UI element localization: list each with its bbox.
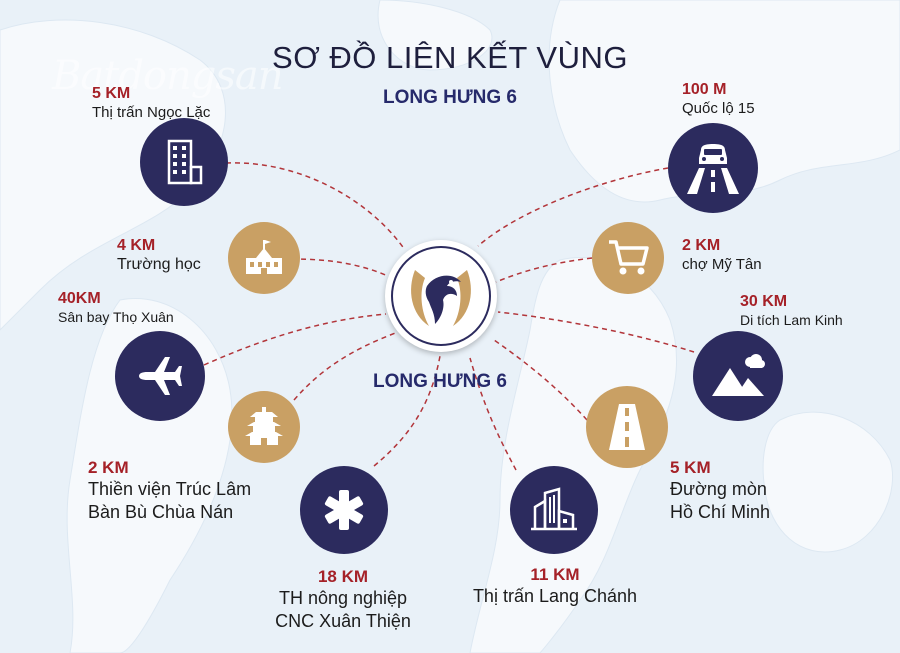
- destination-circle-quoc-lo: [668, 123, 758, 213]
- medical-star-icon: [324, 490, 364, 530]
- distance-text: 2 KM: [682, 237, 721, 254]
- link-thien-vien: [293, 331, 399, 401]
- destination-circle-lang-chanh: [510, 466, 598, 554]
- place-name-line-1: TH nông nghiệp: [278, 588, 408, 608]
- building-icon: [167, 139, 203, 185]
- airplane-icon: [139, 357, 182, 395]
- link-duong-mon: [493, 339, 588, 421]
- link-nong-nghiep: [373, 355, 441, 467]
- highway-car-icon: [687, 144, 739, 194]
- place-name: Trường học: [117, 256, 201, 273]
- shopping-cart-icon: [609, 240, 649, 275]
- city-buildings-icon: [531, 487, 577, 531]
- destination-circle-san-bay: [115, 331, 205, 421]
- place-name: Di tích Lam Kinh: [740, 312, 843, 328]
- distance-text: 40KM: [58, 290, 101, 307]
- place-name: Thị trấn Ngọc Lặc: [92, 104, 211, 121]
- place-name: Thị trấn Lang Chánh: [472, 586, 638, 606]
- destination-label-san-bay: 40KM Sân bay Thọ Xuân: [58, 289, 174, 327]
- center-logo: [385, 240, 497, 352]
- destination-circle-cho-my-tan: [592, 222, 664, 294]
- school-icon: [246, 240, 282, 274]
- place-name-line-2: Hồ Chí Minh: [670, 502, 771, 522]
- pagoda-icon: [245, 407, 283, 445]
- page-title: SƠ ĐỒ LIÊN KẾT VÙNG: [272, 40, 628, 75]
- destination-circle-lam-kinh: [693, 331, 783, 421]
- phoenix-logo-icon: [411, 270, 471, 326]
- distance-text: 30 KM: [740, 293, 788, 310]
- place-name-line-2: CNC Xuân Thiện: [275, 611, 411, 631]
- place-name: Sân bay Thọ Xuân: [58, 309, 174, 325]
- destination-circle-nong-nghiep: [300, 466, 388, 554]
- link-truong-hoc: [291, 258, 389, 277]
- destination-label-quoc-lo: 100 M Quốc lộ 15: [682, 80, 755, 118]
- link-lang-chanh: [469, 357, 517, 471]
- place-name-line-2: Bàn Bù Chùa Nán: [88, 502, 234, 522]
- place-name-line-1: Đường mòn: [670, 479, 767, 499]
- page-subtitle: LONG HƯNG 6: [383, 87, 517, 108]
- destination-label-ngoc-lac: 5 KM Thị trấn Ngọc Lặc: [92, 84, 210, 122]
- road-icon: [609, 404, 645, 450]
- destination-label-duong-mon: 5 KM Đường mòn Hồ Chí Minh: [670, 457, 770, 524]
- link-quoc-lo: [477, 167, 669, 247]
- place-name: Quốc lộ 15: [682, 100, 755, 117]
- mountain-icon: [712, 354, 765, 396]
- distance-text: 5 KM: [670, 458, 711, 477]
- destination-label-cho-my-tan: 2 KM chợ Mỹ Tân: [682, 236, 762, 274]
- destination-circle-truong-hoc: [228, 222, 300, 294]
- place-name: chợ Mỹ Tân: [682, 256, 762, 273]
- destination-circle-thien-vien: [228, 391, 300, 463]
- distance-text: 2 KM: [88, 458, 129, 477]
- destination-label-nong-nghiep: 18 KM TH nông nghiệp CNC Xuân Thiện: [258, 566, 428, 633]
- place-name-line-1: Thiền viện Trúc Lâm: [88, 479, 252, 499]
- watermark-text: Batdongsan: [52, 53, 284, 99]
- link-san-bay: [203, 313, 387, 366]
- link-cho-my-tan: [495, 257, 593, 283]
- destination-label-lang-chanh: 11 KM Thị trấn Lang Chánh: [440, 564, 670, 608]
- distance-text: 100 M: [682, 81, 727, 98]
- link-lam-kinh: [497, 311, 695, 353]
- center-label: LONG HƯNG 6: [373, 371, 507, 392]
- distance-text: 4 KM: [117, 237, 156, 254]
- link-ngoc-lac: [225, 162, 406, 251]
- distance-text: 11 KM: [530, 565, 580, 584]
- destination-circle-duong-mon: [586, 386, 668, 468]
- destination-label-truong-hoc: 4 KM Trường học: [117, 236, 201, 274]
- distance-text: 5 KM: [92, 85, 131, 102]
- distance-text: 18 KM: [317, 567, 369, 586]
- destination-label-thien-vien: 2 KM Thiền viện Trúc Lâm Bàn Bù Chùa Nán: [88, 457, 251, 524]
- destination-circle-ngoc-lac: [140, 118, 228, 206]
- destination-label-lam-kinh: 30 KM Di tích Lam Kinh: [740, 292, 843, 330]
